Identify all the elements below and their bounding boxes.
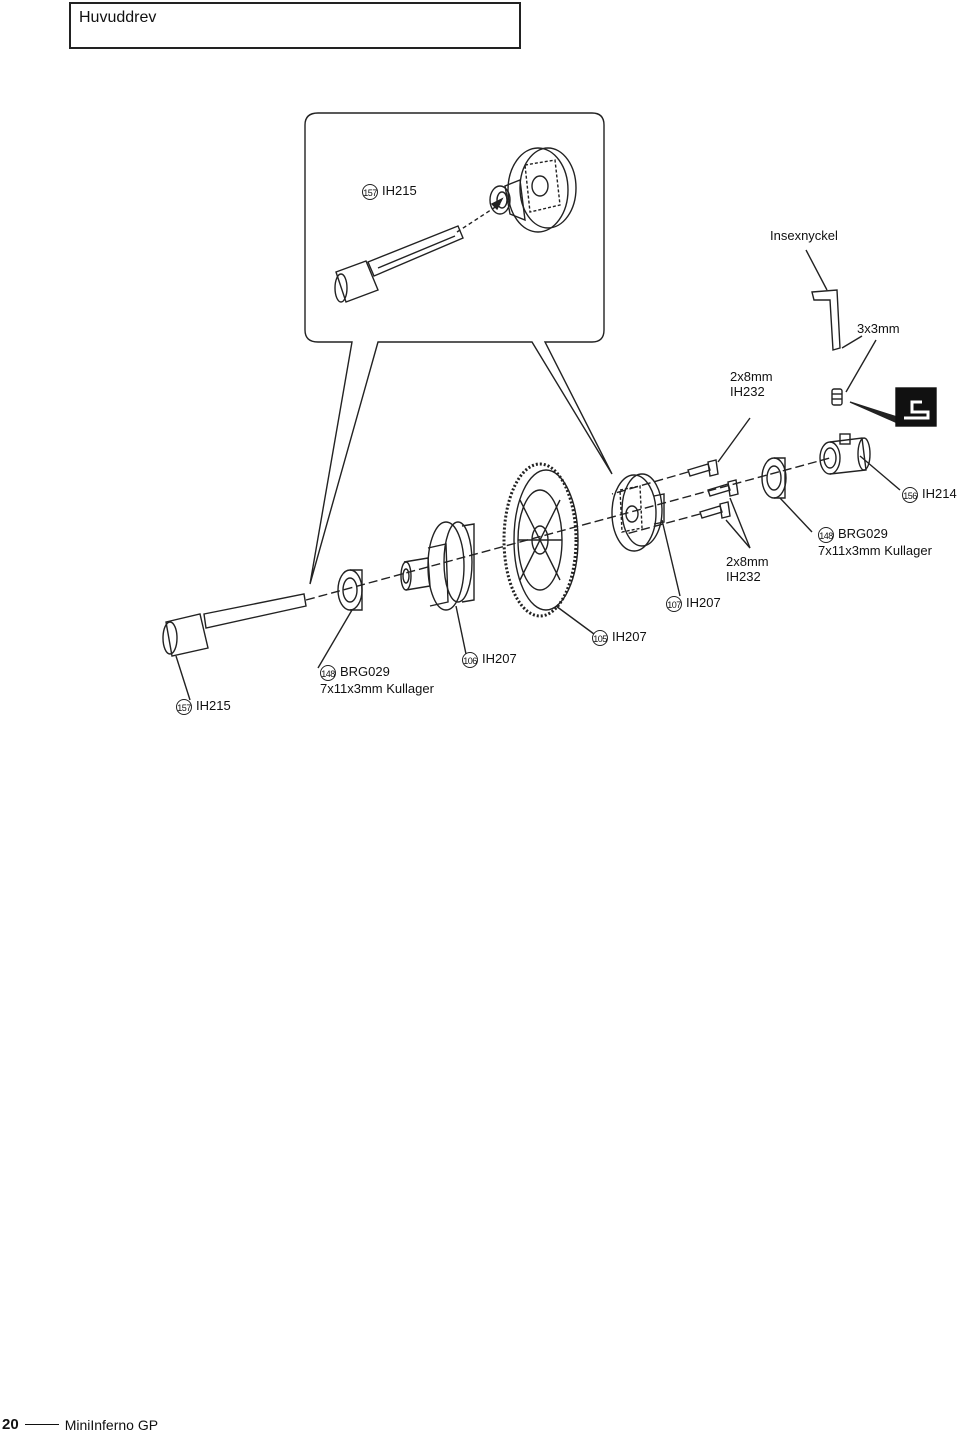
diff-housing-part (400, 521, 475, 611)
section-title: Huvuddrev (79, 9, 157, 26)
spur-gear-part (502, 462, 579, 618)
bearing-left-part (337, 569, 363, 611)
inset-diff-part (489, 147, 577, 233)
section-title-box: Huvuddrev (69, 2, 521, 49)
product-name: MiniInferno GP (64, 1416, 159, 1433)
hex-key-part (805, 249, 877, 393)
inset-callout-box (304, 112, 613, 585)
footer-rule (24, 1424, 59, 1425)
callout-screw-bottom: 2x8mm IH232 (726, 554, 769, 584)
diff-plate-part (611, 473, 665, 552)
tighten-icon (895, 387, 937, 427)
page-footer: 20 MiniInferno GP (2, 1416, 158, 1433)
page-number: 20 (2, 1416, 19, 1433)
set-screw-part (831, 388, 901, 426)
drive-shaft-left-part (162, 593, 307, 701)
inset-shaft-part (334, 197, 504, 303)
callout-hex-key-size: 3x3mm (857, 321, 900, 336)
callout-screw-top: 2x8mm IH232 (730, 369, 773, 399)
screws-part (687, 417, 751, 549)
callout-hex-key-name: Insexnyckel (770, 228, 838, 243)
drive-cup-right-part (819, 433, 871, 475)
bearing-right-part (761, 457, 787, 499)
